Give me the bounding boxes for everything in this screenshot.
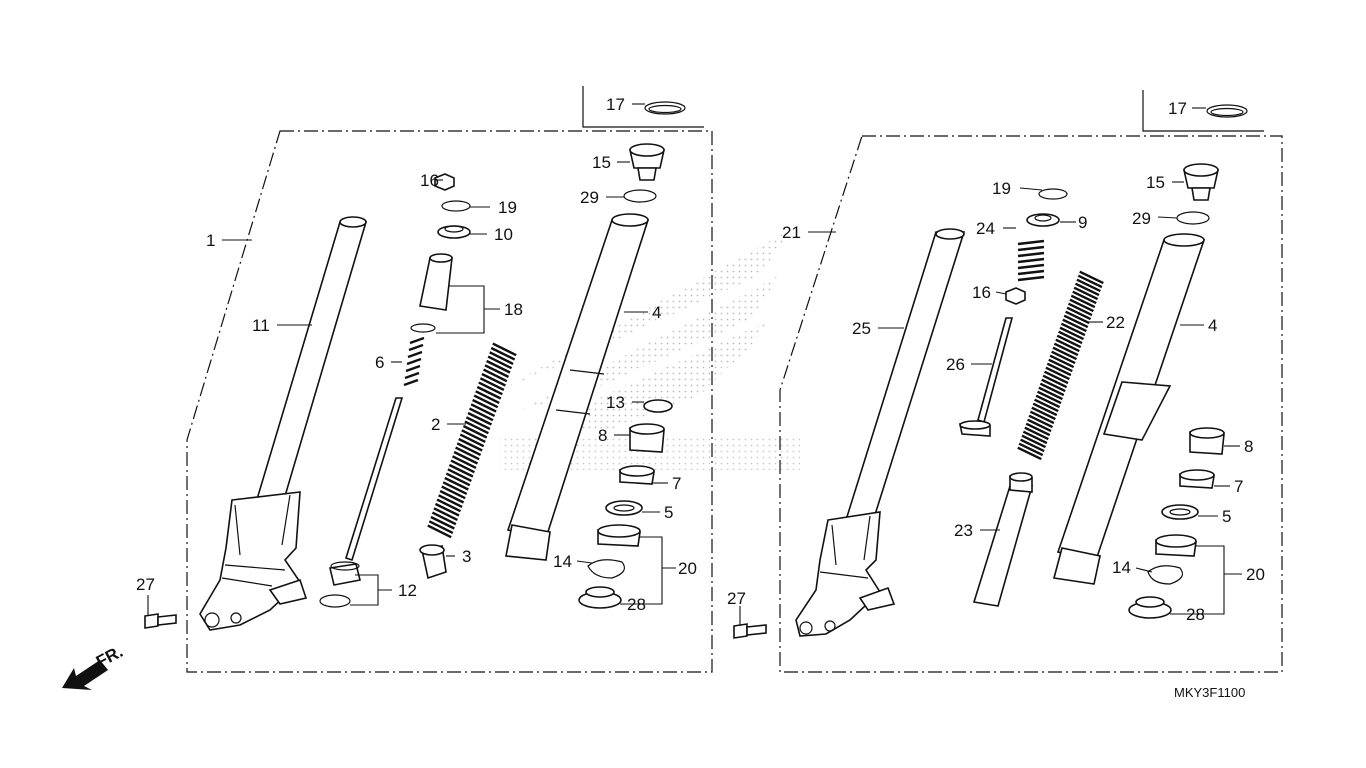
label-23: 23	[954, 521, 973, 540]
label-28-right: 28	[1186, 605, 1205, 624]
right-fork-assembly	[733, 90, 1283, 673]
label-19-right: 19	[992, 179, 1011, 198]
label-18: 18	[504, 300, 523, 319]
diagram-code: MKY3F1100	[1174, 685, 1245, 700]
label-13: 13	[606, 393, 625, 412]
label-4-right: 4	[1208, 316, 1217, 335]
label-25: 25	[852, 319, 871, 338]
label-4-left: 4	[652, 303, 661, 322]
label-2: 2	[431, 415, 440, 434]
label-5-left: 5	[664, 503, 673, 522]
label-26: 26	[946, 355, 965, 374]
front-direction-arrow: FR.	[62, 642, 126, 690]
label-28-left: 28	[627, 595, 646, 614]
label-6: 6	[375, 353, 384, 372]
label-8-left: 8	[598, 426, 607, 445]
label-29-left: 29	[580, 188, 599, 207]
label-20-left: 20	[678, 559, 697, 578]
label-24: 24	[976, 219, 995, 238]
part-labels: 17 1 11 16 19 10 18 6 2 12 3 15 29 4 13 …	[136, 95, 1265, 624]
label-9: 9	[1078, 213, 1087, 232]
leader-lines	[147, 103, 1242, 625]
label-5-right: 5	[1222, 507, 1231, 526]
label-1: 1	[206, 231, 215, 250]
label-16-right: 16	[972, 283, 991, 302]
label-12: 12	[398, 581, 417, 600]
label-11: 11	[252, 316, 270, 335]
label-21: 21	[782, 223, 801, 242]
label-8-right: 8	[1244, 437, 1253, 456]
label-20-right: 20	[1246, 565, 1265, 584]
label-7-right: 7	[1234, 477, 1243, 496]
label-29-right: 29	[1132, 209, 1151, 228]
label-14-left: 14	[553, 552, 572, 571]
label-3: 3	[462, 547, 471, 566]
label-17-right: 17	[1168, 99, 1187, 118]
left-fork-assembly	[144, 86, 713, 673]
label-27-left: 27	[136, 575, 155, 594]
label-19-left: 19	[498, 198, 517, 217]
label-15-right: 15	[1146, 173, 1165, 192]
label-10: 10	[494, 225, 513, 244]
label-22: 22	[1106, 313, 1125, 332]
label-14-right: 14	[1112, 558, 1131, 577]
label-16-left: 16	[420, 171, 439, 190]
label-27-right: 27	[727, 589, 746, 608]
label-17-left: 17	[606, 95, 625, 114]
label-15-left: 15	[592, 153, 611, 172]
label-7-left: 7	[672, 474, 681, 493]
